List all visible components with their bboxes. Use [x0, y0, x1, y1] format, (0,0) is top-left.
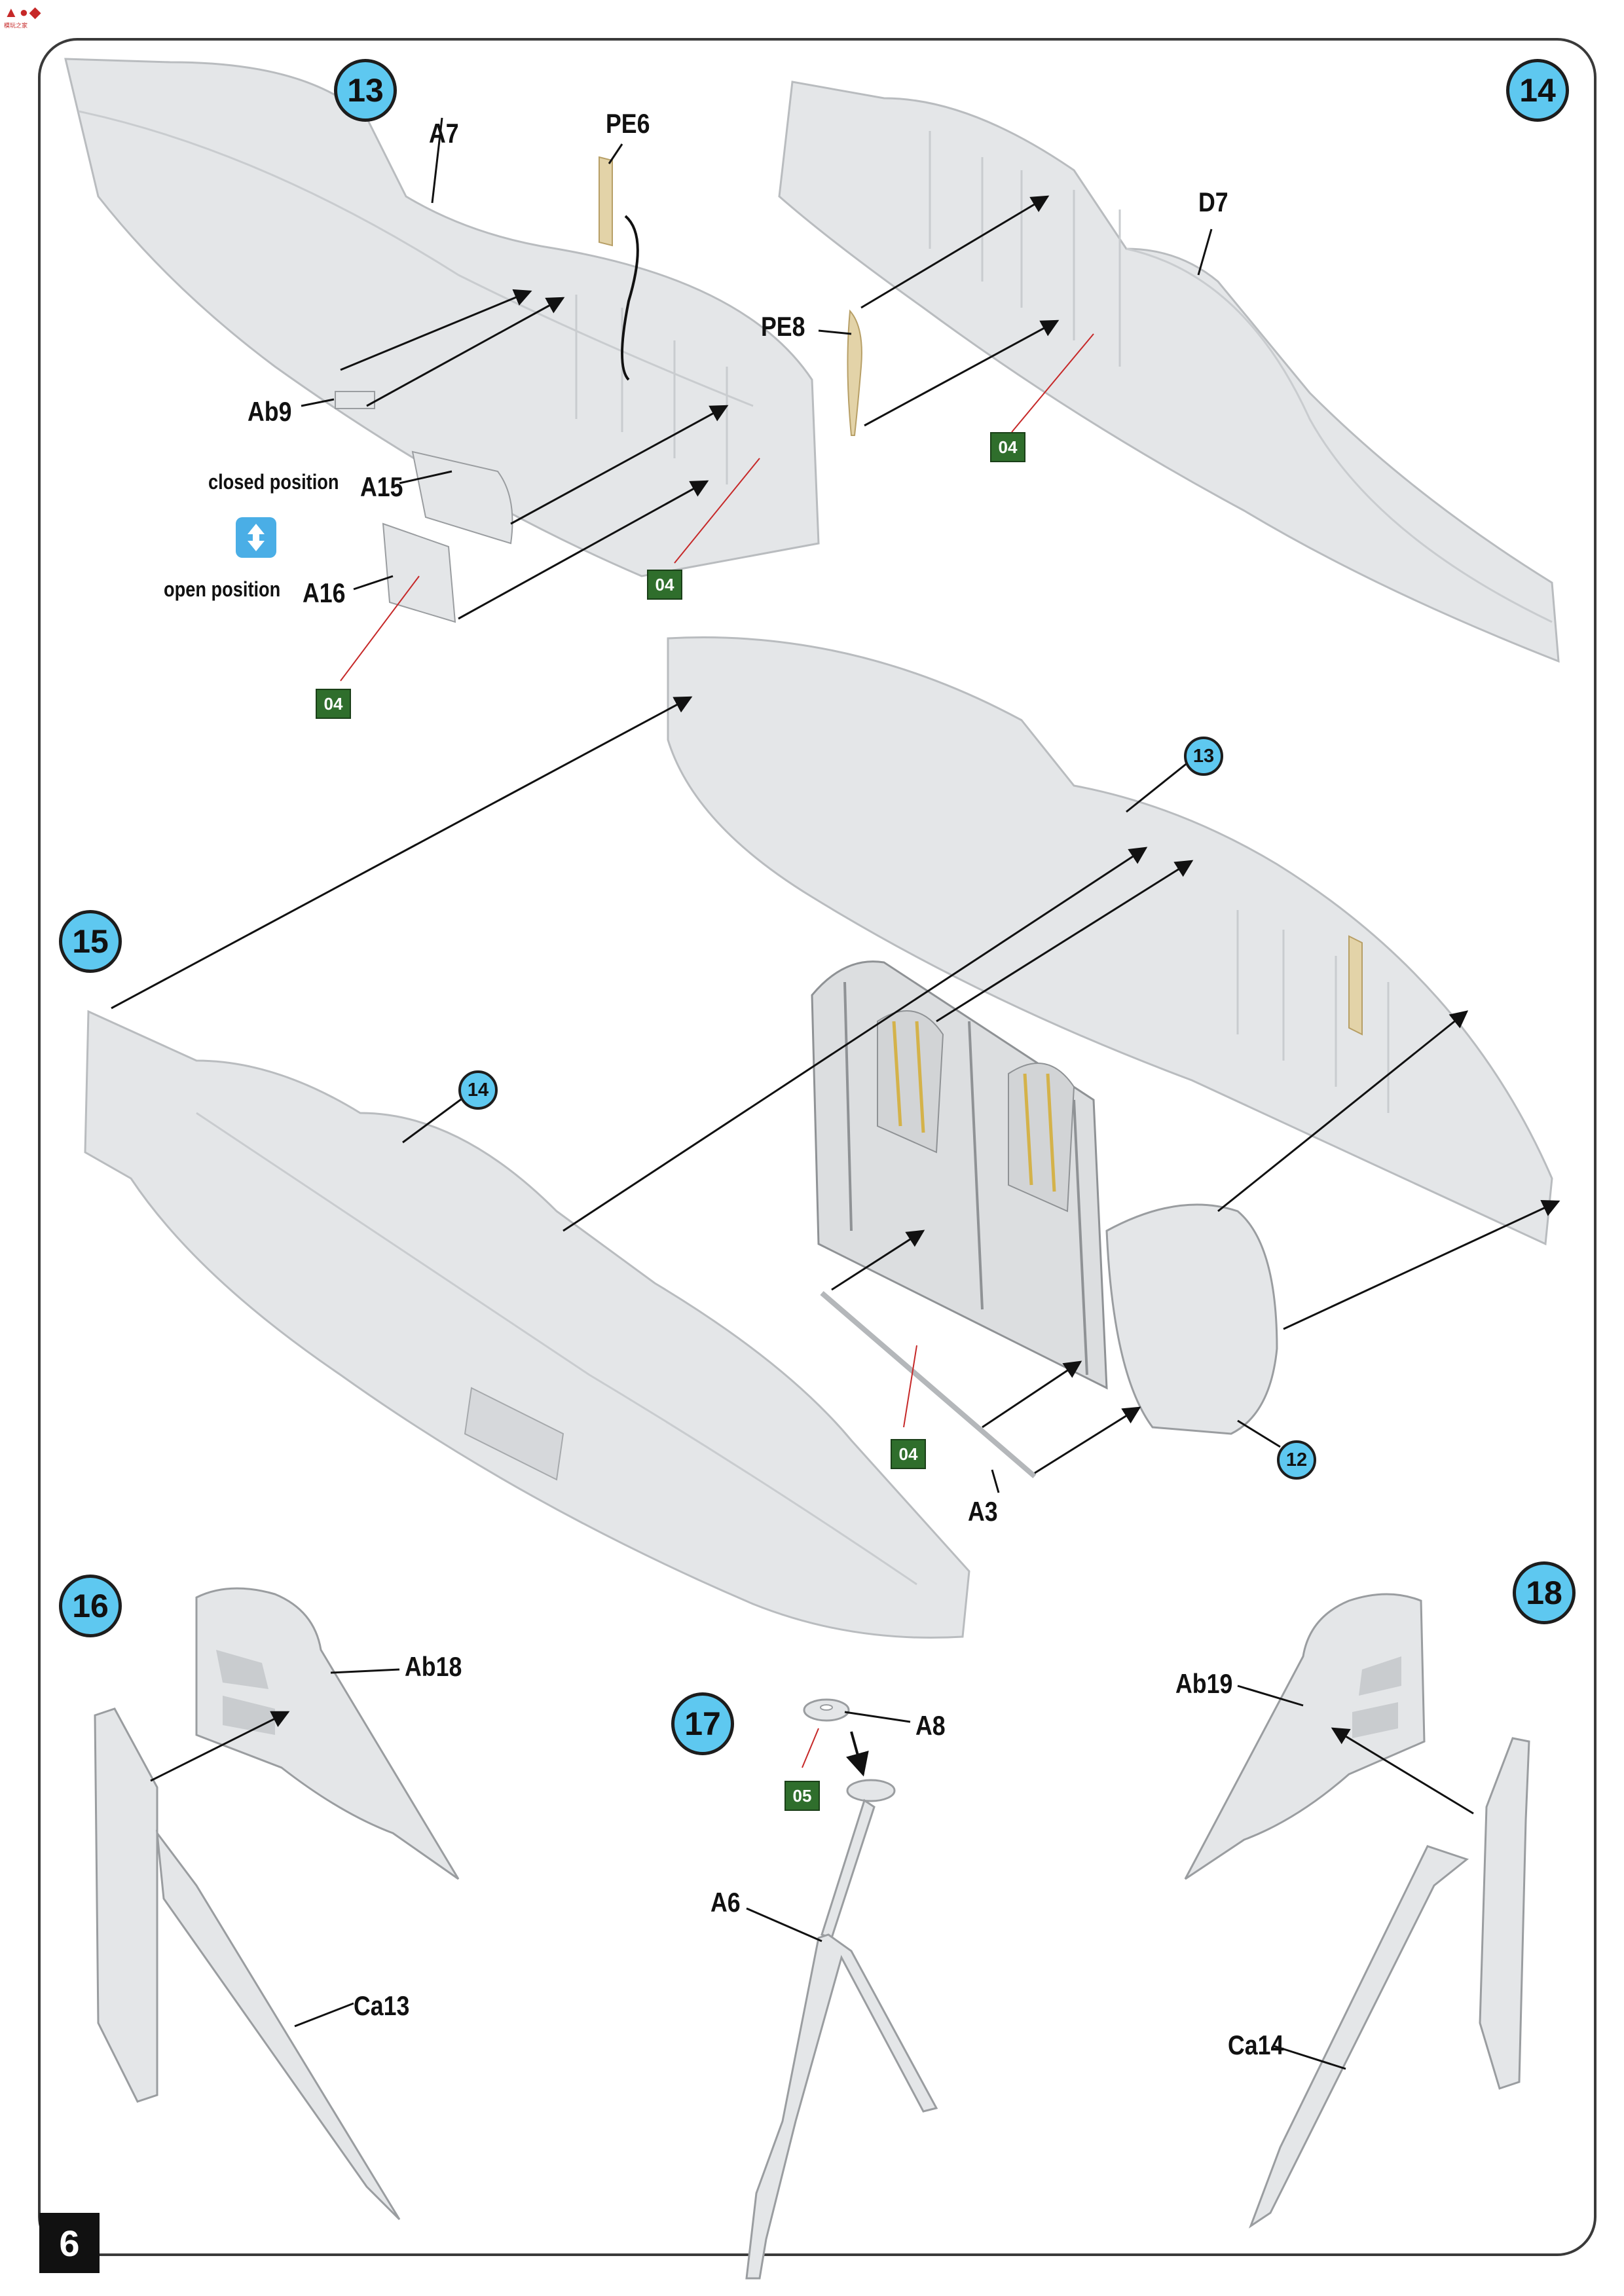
swap-arrows-icon	[236, 517, 276, 558]
part-label-ca14: Ca14	[1228, 2030, 1284, 2060]
part-a6-tailskid	[745, 1779, 938, 2280]
part-label-ab9: Ab9	[248, 396, 292, 427]
step17-arrows	[746, 1711, 911, 1942]
part-label-d7: D7	[1198, 187, 1228, 217]
part-label-pe6: PE6	[606, 108, 650, 139]
part-left-fuselage-assembled	[667, 636, 1553, 1246]
part-label-a8: A8	[915, 1710, 946, 1741]
part-label-a16: A16	[303, 577, 346, 608]
subassembly-ref-13: 13	[1184, 737, 1223, 776]
note-closed-position: closed position	[208, 470, 339, 494]
site-logo-mark: ▲●◆	[4, 4, 42, 20]
part-a8-washer	[803, 1698, 850, 1722]
step-number-14: 14	[1506, 59, 1569, 122]
part-label-a15: A15	[360, 471, 403, 502]
step-number-18: 18	[1513, 1561, 1576, 1624]
part-label-pe8: PE8	[761, 311, 805, 342]
note-open-position: open position	[164, 577, 281, 601]
part-pe6-photo-etch	[599, 156, 639, 381]
paint-code-04-step13-hatch: 04	[316, 689, 351, 719]
part-ca13-gear-leg	[94, 1707, 401, 2221]
part-label-ca13: Ca13	[354, 1990, 410, 2021]
site-logo-text: 模玩之家	[4, 22, 28, 29]
step15-arrows	[111, 696, 1560, 1493]
part-label-a7: A7	[429, 118, 459, 149]
paint-code-04-step13-hull: 04	[647, 570, 682, 600]
part-label-a6: A6	[710, 1887, 741, 1918]
part-d7-fuselage-half	[778, 81, 1560, 663]
step13-arrows	[301, 117, 760, 682]
subassembly-ref-12: 12	[1277, 1440, 1316, 1480]
part-ca14-gear-leg	[1248, 1737, 1530, 2229]
part-label-ab19: Ab19	[1175, 1668, 1233, 1699]
step16-arrows	[150, 1668, 400, 2028]
step-number-17: 17	[671, 1692, 734, 1755]
step-number-16: 16	[59, 1575, 122, 1637]
paint-code-04-step15: 04	[891, 1439, 926, 1469]
step14-arrows	[818, 195, 1213, 433]
part-a16-hatch	[382, 522, 456, 623]
part-pe8-photo-etch	[847, 309, 862, 436]
part-label-a3: A3	[968, 1496, 998, 1527]
step-number-15: 15	[59, 910, 122, 973]
part-a3-rod	[820, 1290, 1037, 1479]
page-frame	[38, 38, 1596, 2256]
part-ab19-gear-fairing	[1184, 1593, 1426, 1880]
part-ab9	[335, 391, 375, 409]
page-number: 6	[39, 2213, 100, 2273]
part-right-fuselage-assembled	[84, 1010, 970, 1639]
step-number-13: 13	[334, 59, 397, 122]
paint-code-04-step14: 04	[990, 432, 1025, 462]
step18-arrows	[1237, 1685, 1474, 2070]
paint-code-05-step17: 05	[784, 1781, 820, 1811]
part-12-cockpit-assembly	[811, 960, 1278, 1435]
part-label-ab18: Ab18	[405, 1651, 462, 1682]
part-ab18-gear-fairing	[195, 1587, 460, 1880]
subassembly-ref-14: 14	[458, 1070, 498, 1110]
site-logo: ▲●◆ 模玩之家	[4, 4, 65, 30]
